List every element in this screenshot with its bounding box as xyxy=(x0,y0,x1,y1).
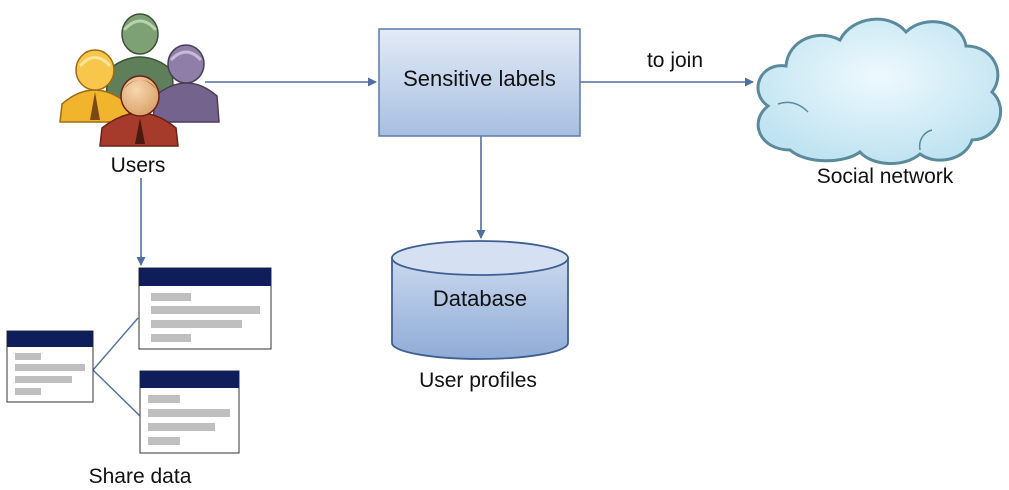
document-window-bottom xyxy=(139,370,240,454)
sensitive-labels-box xyxy=(378,28,581,137)
user-profiles-label: User profiles xyxy=(419,369,537,392)
sensitive-labels-text: Sensitive labels xyxy=(403,66,556,91)
database-label: Database xyxy=(432,286,528,311)
social-network-label: Social network xyxy=(816,165,954,188)
share-data-label: Share data xyxy=(88,465,192,488)
user-figure-red xyxy=(99,75,179,147)
database-cylinder-icon xyxy=(391,240,569,360)
to-join-label: to join xyxy=(646,49,704,72)
share-link-bottom xyxy=(92,369,141,417)
document-window-large xyxy=(138,267,272,350)
users-label: Users xyxy=(110,154,166,177)
share-link-top xyxy=(92,317,139,371)
user-figure-purple xyxy=(152,44,220,123)
document-window-small-left xyxy=(6,330,94,403)
cloud-icon xyxy=(756,17,1003,166)
users-group-icon xyxy=(59,13,220,147)
